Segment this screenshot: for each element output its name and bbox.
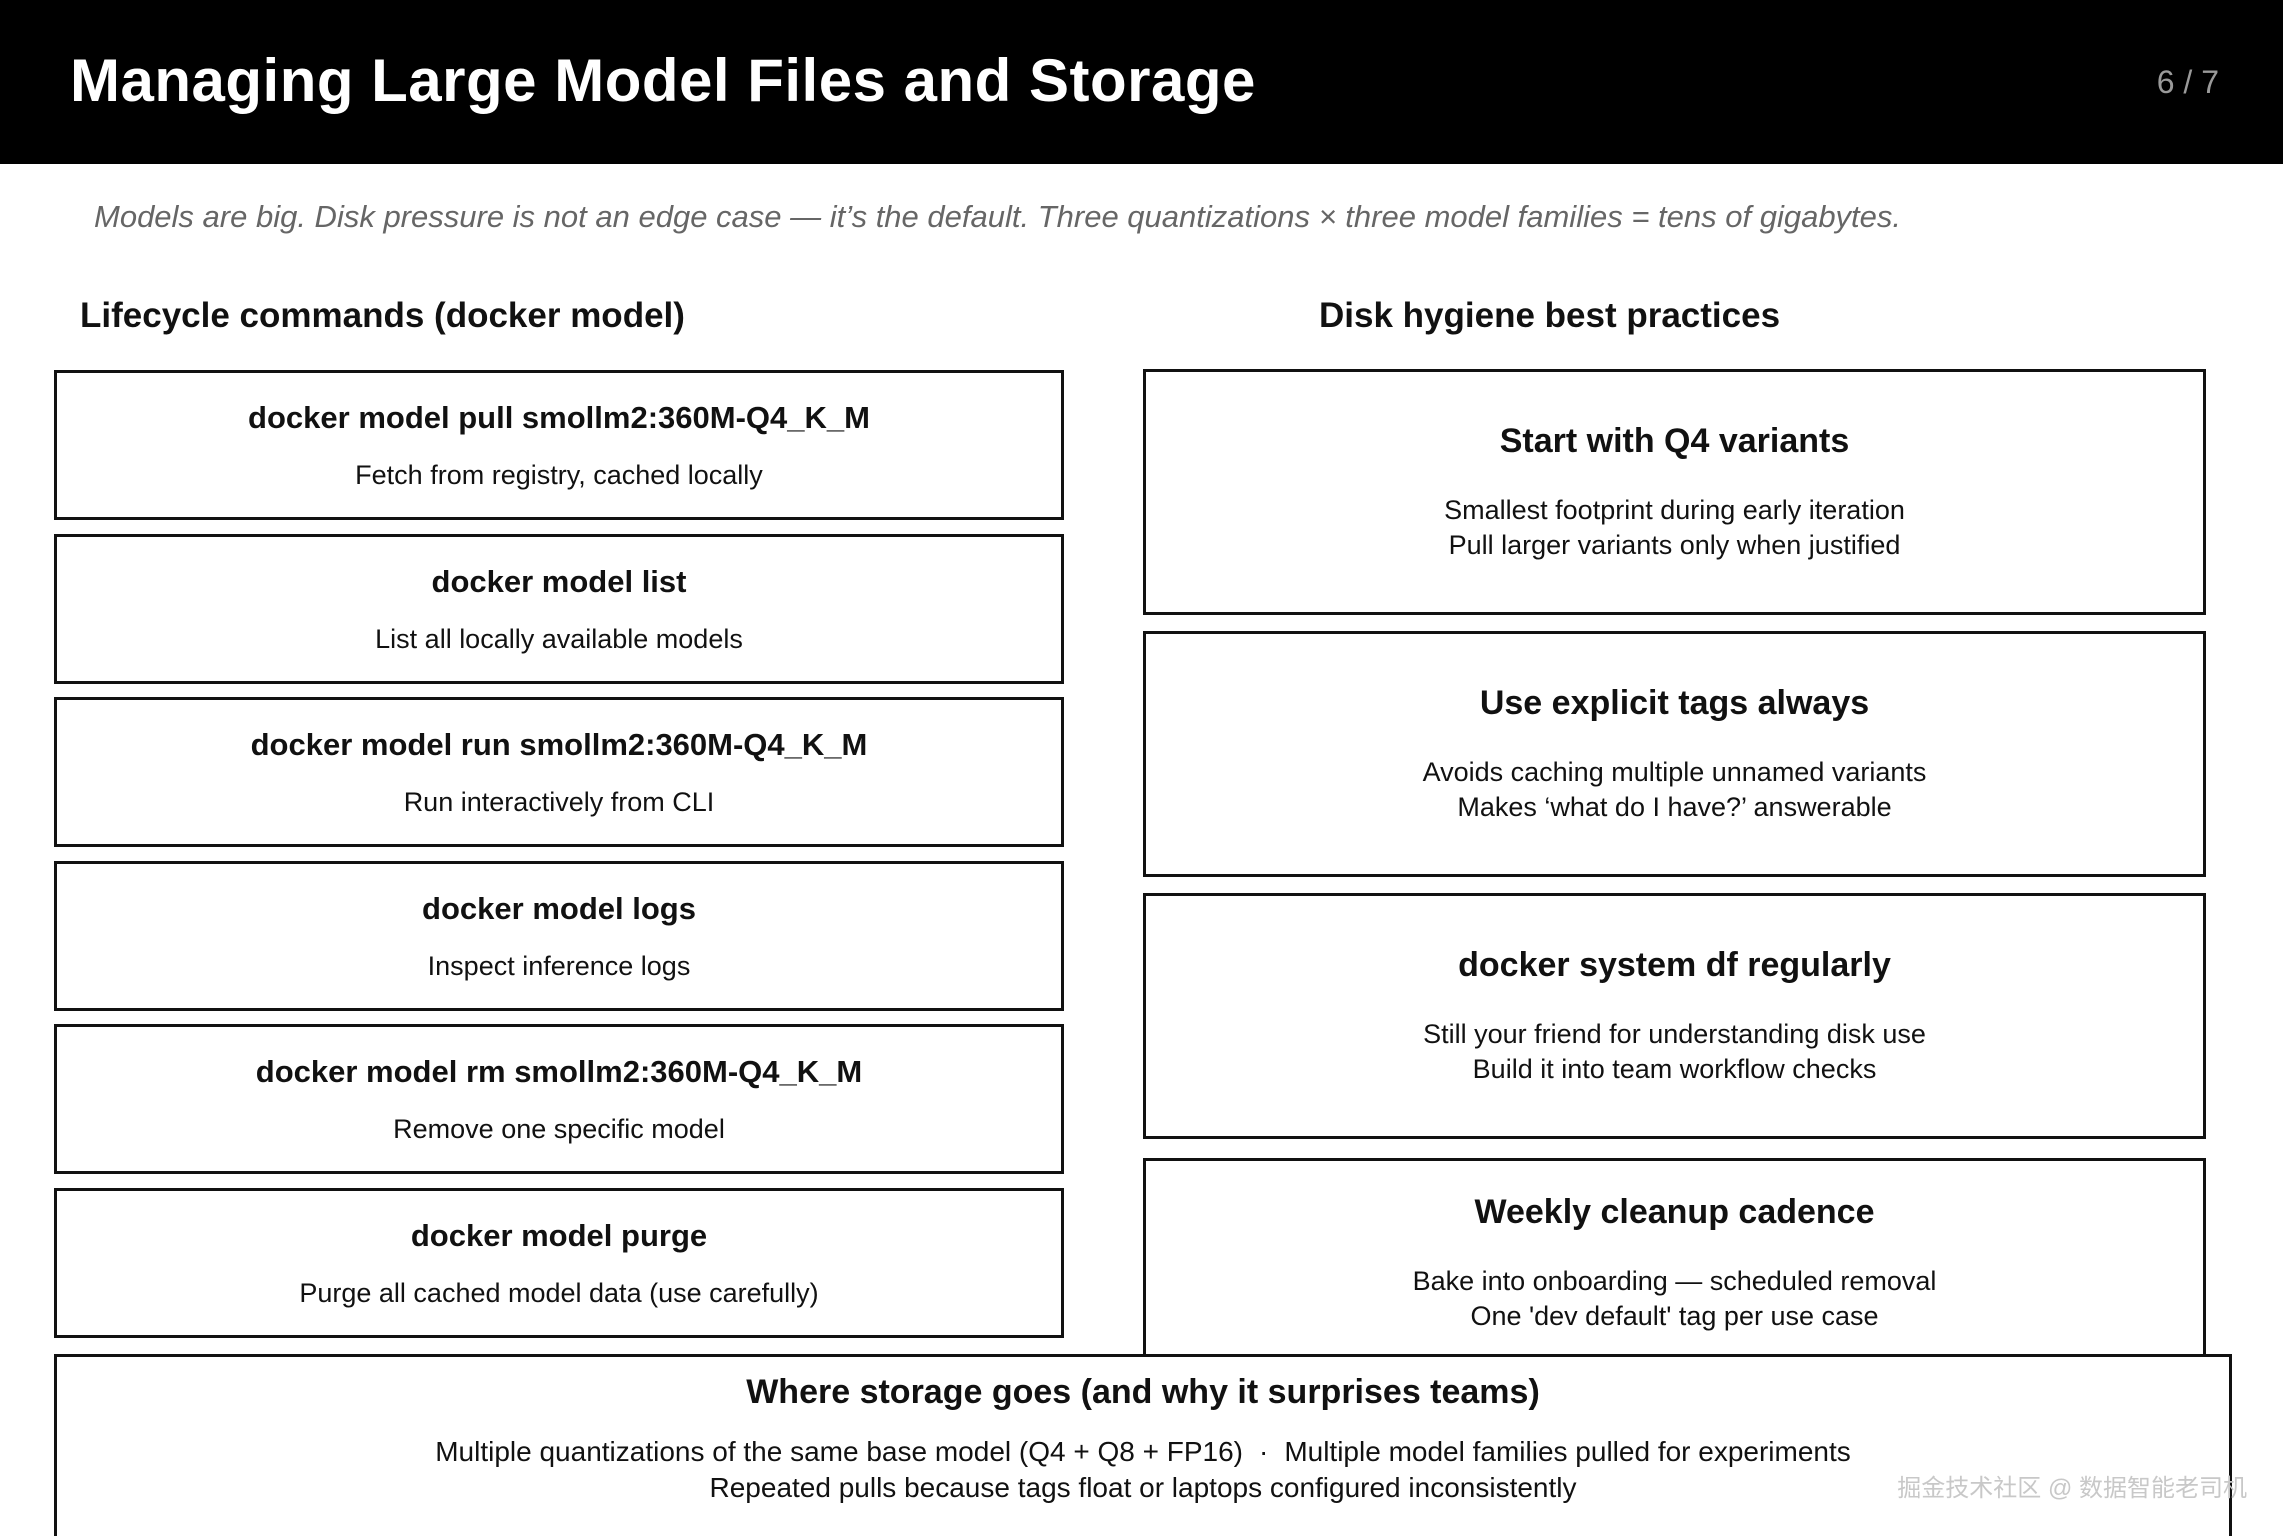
practice-line: Smallest footprint during early iteratio… bbox=[1444, 494, 1905, 525]
practice-line: Build it into team workflow checks bbox=[1472, 1053, 1877, 1084]
practice-card-q4: Start with Q4 variants Smallest footprin… bbox=[1143, 369, 2206, 615]
practice-line: Bake into onboarding — scheduled removal bbox=[1412, 1265, 1937, 1296]
command-card-pull: docker model pull smollm2:360M-Q4_K_M Fe… bbox=[54, 370, 1064, 520]
command-title: docker model pull smollm2:360M-Q4_K_M bbox=[248, 399, 870, 435]
lifecycle-heading: Lifecycle commands (docker model) bbox=[80, 296, 685, 335]
command-title: docker model run smollm2:360M-Q4_K_M bbox=[250, 726, 868, 762]
storage-box: Where storage goes (and why it surprises… bbox=[54, 1354, 2232, 1536]
command-card-run: docker model run smollm2:360M-Q4_K_M Run… bbox=[54, 697, 1064, 847]
practice-line: Still your friend for understanding disk… bbox=[1423, 1018, 1926, 1049]
practice-line: Pull larger variants only when justified bbox=[1448, 529, 1901, 560]
practice-title: Weekly cleanup cadence bbox=[1474, 1192, 1875, 1231]
command-card-logs: docker model logs Inspect inference logs bbox=[54, 861, 1064, 1011]
command-desc: Fetch from registry, cached locally bbox=[355, 459, 763, 490]
practice-line: Avoids caching multiple unnamed variants bbox=[1422, 756, 1927, 787]
storage-line-2: Repeated pulls because tags float or lap… bbox=[709, 1472, 1577, 1503]
storage-item-quantizations: Multiple quantizations of the same base … bbox=[435, 1436, 1243, 1467]
command-desc: List all locally available models bbox=[375, 623, 743, 654]
slide-counter: 6 / 7 bbox=[2156, 64, 2219, 100]
watermark: 掘金技术社区 @ 数据智能老司机 bbox=[1897, 1475, 2247, 1502]
command-desc: Purge all cached model data (use careful… bbox=[299, 1277, 819, 1308]
slide-subtitle: Models are big. Disk pressure is not an … bbox=[94, 199, 1902, 234]
command-card-rm: docker model rm smollm2:360M-Q4_K_M Remo… bbox=[54, 1024, 1064, 1174]
practice-title: docker system df regularly bbox=[1458, 945, 1891, 984]
storage-title: Where storage goes (and why it surprises… bbox=[746, 1373, 1540, 1411]
storage-item-families: Multiple model families pulled for exper… bbox=[1284, 1436, 1851, 1467]
command-card-list: docker model list List all locally avail… bbox=[54, 534, 1064, 684]
bullet-separator: · bbox=[1258, 1436, 1269, 1467]
practice-title: Use explicit tags always bbox=[1479, 683, 1870, 722]
command-title: docker model rm smollm2:360M-Q4_K_M bbox=[255, 1053, 863, 1089]
command-desc: Run interactively from CLI bbox=[403, 786, 715, 817]
practice-line: Makes ‘what do I have?’ answerable bbox=[1457, 791, 1892, 822]
command-title: docker model purge bbox=[410, 1217, 708, 1253]
practice-card-tags: Use explicit tags always Avoids caching … bbox=[1143, 631, 2206, 877]
practice-title: Start with Q4 variants bbox=[1499, 421, 1850, 460]
disk-hygiene-heading: Disk hygiene best practices bbox=[1319, 296, 1781, 335]
command-title: docker model logs bbox=[422, 890, 696, 926]
storage-line-1: Multiple quantizations of the same base … bbox=[57, 1434, 2229, 1470]
command-title: docker model list bbox=[431, 563, 687, 599]
practice-line: One 'dev default' tag per use case bbox=[1470, 1300, 1879, 1331]
command-desc: Inspect inference logs bbox=[427, 950, 691, 981]
command-desc: Remove one specific model bbox=[393, 1113, 725, 1144]
practice-card-cleanup: Weekly cleanup cadence Bake into onboard… bbox=[1143, 1158, 2206, 1368]
slide-header: Managing Large Model Files and Storage 6… bbox=[0, 0, 2283, 164]
command-card-purge: docker model purge Purge all cached mode… bbox=[54, 1188, 1064, 1338]
practice-card-df: docker system df regularly Still your fr… bbox=[1143, 893, 2206, 1139]
slide-title: Managing Large Model Files and Storage bbox=[70, 47, 1256, 114]
